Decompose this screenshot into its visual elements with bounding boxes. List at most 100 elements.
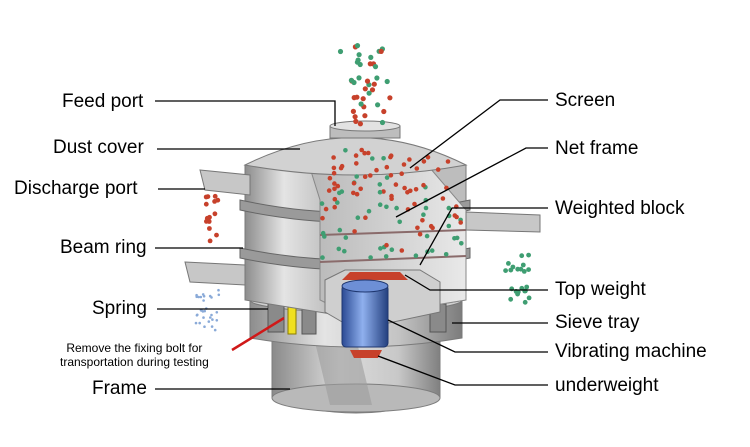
particle [356,52,362,58]
particle [424,233,430,239]
particle [212,193,218,199]
particle [362,174,368,179]
particle [354,59,360,65]
particle [197,295,200,299]
particle [526,267,531,272]
particle [421,159,427,164]
label-net-frame: Net frame [555,138,639,159]
particle [421,212,426,217]
particle [417,231,423,237]
particle [201,293,205,296]
particle [210,313,213,317]
particle [399,171,405,176]
particle [319,201,325,206]
particle [210,325,214,328]
particle [350,108,356,114]
particle [354,43,361,49]
particle [368,255,373,260]
particle [377,189,383,195]
particle [331,155,336,160]
particle [524,284,530,290]
frame-base [271,337,441,414]
particle [408,188,413,194]
particle [381,108,387,115]
particle [336,246,342,252]
particle [362,150,367,156]
particle [374,167,379,173]
springs [267,303,447,335]
particle [351,79,357,86]
particle [203,201,209,207]
particle [352,229,357,234]
particle [371,81,377,87]
particle [339,163,345,169]
particle [199,295,203,299]
particle [519,253,525,259]
particle [370,156,375,161]
particle [421,182,426,188]
particle [377,182,383,187]
particle [515,291,520,297]
particle [207,320,211,323]
particle [362,86,368,92]
particle [440,196,446,201]
particle [202,299,205,302]
particle [207,226,212,231]
leader-net-frame [395,147,548,218]
label-underweight: underweight [555,375,659,396]
particle [209,316,212,319]
particle [332,181,337,186]
particle [203,309,206,313]
particle [322,234,327,239]
particle [194,321,198,325]
leader-top-weight [404,274,548,291]
note-fixing-bolt: Remove the fixing bolt for transportatio… [60,341,209,369]
particle [384,204,389,210]
particle [352,114,358,120]
particle [520,262,526,268]
leader-weighted-block [419,207,548,266]
particle [503,268,508,273]
particle [357,121,363,127]
particle [446,223,452,229]
material-particles [194,43,532,332]
cutaway-interior [309,167,467,358]
particle [389,196,394,201]
particle [425,155,431,160]
particle [215,319,219,322]
particle [383,254,389,259]
particle [212,199,218,204]
particle [515,266,521,272]
label-spring: Spring [92,298,147,319]
particle [203,325,206,329]
label-dust-cover: Dust cover [53,137,144,158]
leader-vibrating-machine [387,319,548,353]
particle [331,170,337,176]
particle [366,90,372,96]
particle [364,78,371,84]
particle [413,187,419,192]
particle [378,48,384,55]
label-beam-ring: Beam ring [60,237,147,258]
particle [384,175,390,180]
discharge-ports [184,169,541,286]
particle [526,295,532,301]
particle [414,166,420,171]
particle [407,157,412,162]
particle [508,267,514,273]
particle [326,188,332,193]
particle [331,165,337,171]
label-frame: Frame [92,378,147,399]
particle [354,174,360,179]
particle [335,183,341,189]
label-top-weight: Top weight [555,279,646,300]
particle [203,194,209,200]
particle [435,167,441,172]
particle [374,75,380,81]
particle [208,294,212,298]
particle [327,175,333,181]
particle [387,95,393,101]
label-sieve-tray: Sieve tray [555,312,640,333]
particle [354,161,359,166]
particle [366,208,372,214]
